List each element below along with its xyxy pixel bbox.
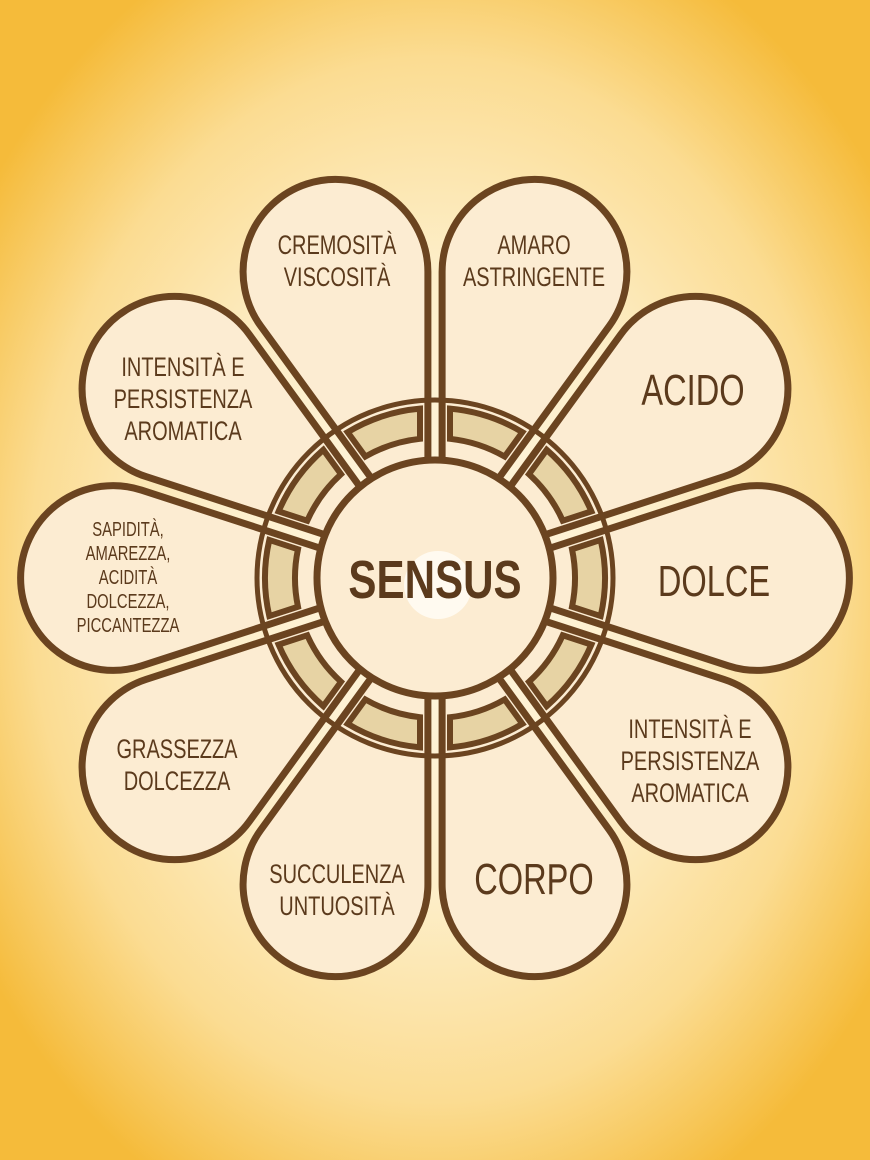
petal-dolce: [454, 482, 853, 674]
petal-succulenza: [239, 596, 432, 981]
ring-segment-succulenza: [343, 695, 423, 751]
center-title: SENSUS: [348, 550, 522, 610]
outer-ring: [254, 397, 616, 759]
petal-label-acido: ACIDO: [641, 366, 745, 416]
ring-segment-cremosita: [343, 405, 423, 461]
petal-cremosita: [239, 175, 432, 560]
petal-corpo: [438, 596, 631, 981]
ring-segment-amaro: [447, 405, 527, 461]
ring-segment-intensita-right: [524, 631, 596, 711]
petal-amaro: [438, 175, 631, 560]
petal-acido: [450, 292, 792, 568]
ring-segment-sapidita: [262, 536, 302, 620]
petal-label-corpo: CORPO: [474, 855, 594, 905]
ring-segment-corpo: [447, 695, 527, 751]
ring-segment-dolce: [568, 536, 608, 620]
petal-label-dolce: DOLCE: [657, 557, 771, 607]
petal-sapidita: [17, 482, 416, 674]
petal-intensita-right: [450, 588, 792, 864]
ring-segment-intensita-left: [274, 445, 346, 525]
ring-segment-grassezza: [274, 631, 346, 711]
center-highlight: [404, 551, 472, 619]
petal-intensita-left: [78, 292, 420, 568]
ring-segment-acido: [524, 445, 596, 525]
petal-grassezza: [78, 588, 420, 864]
